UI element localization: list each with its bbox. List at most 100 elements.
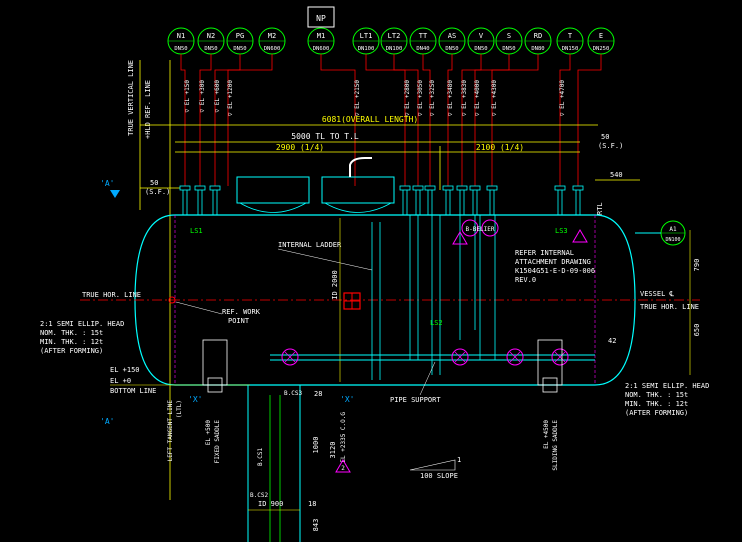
el-0: EL +0: [110, 377, 131, 385]
nozzle-elev: ▽ EL +1200: [227, 80, 234, 117]
nozzle-flange: [442, 185, 454, 191]
nozzle-flange: [572, 185, 584, 191]
bcs3-label: B.CS3: [284, 390, 302, 397]
nozzle-elev: ▽ EL +300: [199, 80, 206, 113]
dim-650: 650: [693, 324, 701, 337]
tag-b: B-BELIER: [466, 226, 495, 233]
nozzle-flange: [399, 185, 411, 191]
nozzle-tag: LT2: [388, 32, 401, 40]
fixed-saddle-el: EL +500: [205, 420, 212, 446]
internal-ladder-label: INTERNAL LADDER: [278, 241, 342, 249]
refer-internal-1: REFER INTERNAL: [515, 249, 574, 257]
bcs2-label: B.CS2: [250, 492, 268, 499]
ls3-label: LS3: [555, 227, 568, 235]
manway-m1: [321, 176, 395, 204]
head-left-1: 2:1 SEMI ELLIP. HEAD: [40, 320, 124, 328]
dim-2100: 2100 (1/4): [476, 143, 524, 152]
nozzle-size: DN50: [174, 46, 187, 52]
valve-cross: [509, 351, 521, 363]
dim-843: 843: [312, 519, 320, 532]
head-left-2: NOM. THK. : 15t: [40, 329, 103, 337]
nozzle-elev: ▽ EL +3480: [447, 80, 454, 117]
sliding-saddle-el: EL +4500: [543, 420, 550, 449]
fixed-saddle-label: FIXED SADDLE: [214, 420, 221, 464]
section-a-bottom: 'A': [100, 417, 114, 426]
manway-m2: [236, 176, 310, 204]
manway-m2-dish: [239, 202, 307, 213]
fixed-saddle-base: [207, 377, 223, 393]
internal-ref-bubble-2: [481, 219, 499, 237]
valve-symbol: [551, 348, 569, 366]
nozzle-elev: ▽ EL +4000: [474, 80, 481, 117]
ls2-label: LS2: [430, 319, 443, 327]
nozzle-leader: [559, 54, 571, 186]
head-left-3: MIN. THK. : 12t: [40, 338, 103, 346]
dim-28: 28: [314, 390, 322, 398]
nozzle-size: DN250: [593, 46, 610, 52]
nozzle-tag: AS: [448, 32, 456, 40]
nozzle-size: DN50: [474, 46, 487, 52]
nozzle-flange: [486, 185, 498, 191]
nozzle-elev: ▽ EL +2800: [404, 80, 411, 117]
head-right-1: 2:1 SEMI ELLIP. HEAD: [625, 382, 709, 390]
bottom-line: BOTTOM LINE: [110, 387, 156, 395]
bcs1-label: B.CS1: [257, 448, 264, 466]
nozzle-size: DN150: [562, 46, 579, 52]
nozzle-flange: [412, 185, 424, 191]
nozzle-leader: [491, 54, 539, 186]
vessel-shell: [134, 214, 636, 386]
head-right-4: (AFTER FORMING): [625, 409, 688, 417]
head-right-2: NOM. THK. : 15t: [625, 391, 688, 399]
fixed-saddle: [202, 339, 228, 386]
refer-internal-2: ATTACHMENT DRAWING: [515, 258, 591, 266]
pipe-support-leader: [419, 361, 436, 396]
valve-cross: [284, 351, 296, 363]
nozzle-leader: [393, 54, 419, 186]
head-left-4: (AFTER FORMING): [40, 347, 103, 355]
slope-num: 1: [457, 456, 461, 464]
nozzle-stubs: [179, 185, 584, 215]
dim-2900: 2900 (1/4): [276, 143, 324, 152]
slope-label: 100 SLOPE: [420, 472, 458, 480]
valve-cross: [454, 351, 466, 363]
nozzle-elev: ▽ EL +4300: [491, 80, 498, 117]
nozzle-leader-lines: ▽ EL +150▽ EL +300▽ EL +600▽ EL +1200▽ E…: [180, 54, 602, 186]
x-right: 'X': [340, 395, 354, 404]
vessel-cl: VESSEL ℄: [640, 290, 675, 298]
ref-work-point-1: REF. WORK: [222, 308, 261, 316]
nozzle-tag: RD: [534, 32, 542, 40]
nozzle-size: DN600: [313, 46, 330, 52]
nozzle-leader: [461, 54, 482, 186]
manway-m1-dish: [324, 202, 392, 213]
valve-symbol: [506, 348, 524, 366]
bottom-valves: [281, 348, 569, 366]
true-vertical-line-label: TRUE VERTICAL LINE: [127, 60, 135, 136]
nozzle-elev: ▽ EL +600: [214, 80, 221, 113]
internal-pipes: [409, 215, 496, 375]
sliding-saddle: [537, 339, 563, 386]
dim-42: 42: [608, 337, 616, 345]
nozzle-size: DN80: [531, 46, 544, 52]
nozzle-bubbles: N1DN50N2DN50PGDN50M2DN600M1DN600LT1DN100…: [167, 27, 615, 55]
davit: [349, 157, 372, 177]
nozzle-tag: N2: [207, 32, 215, 40]
ls1-label: LS1: [190, 227, 203, 235]
nozzle-elev: ▽ EL +4700: [559, 80, 566, 117]
dim-790: 790: [693, 259, 701, 272]
nozzle-leader: [577, 54, 602, 186]
nozzle-tag: TT: [419, 32, 428, 40]
dim-18: 18: [308, 500, 316, 508]
nozzle-tag: V: [479, 32, 484, 40]
nozzle-leader: [214, 54, 241, 186]
